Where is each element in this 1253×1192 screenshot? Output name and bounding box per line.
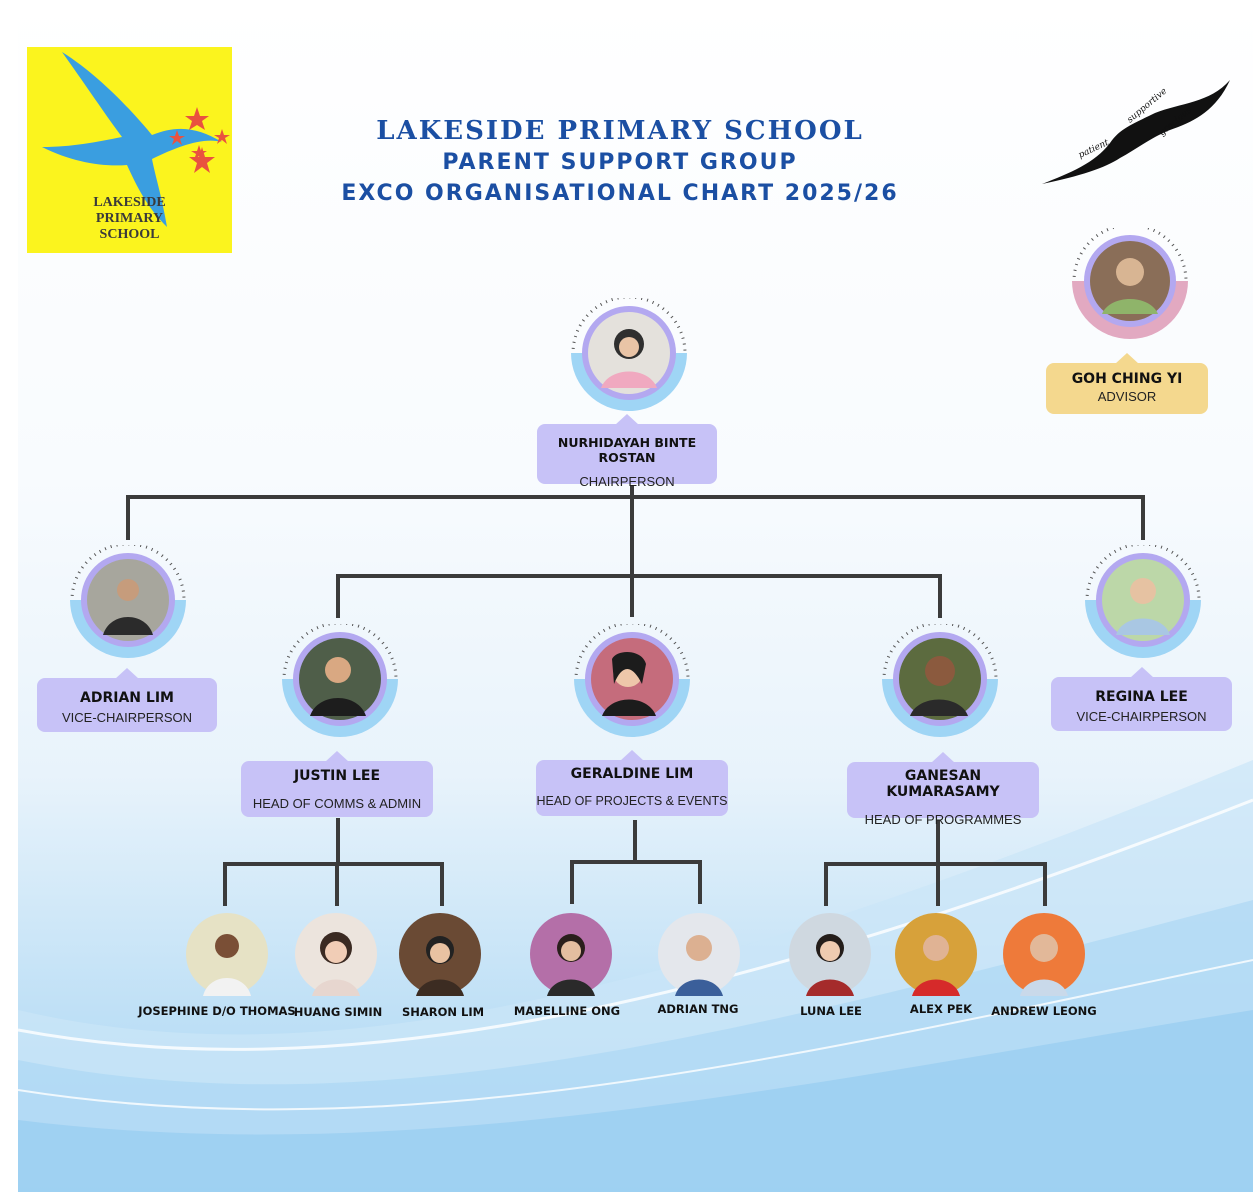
member-photo bbox=[529, 912, 613, 1001]
member-name: ALEX PEK bbox=[909, 1002, 973, 1016]
avatar-vice-left bbox=[68, 542, 188, 665]
head-programmes-name: GANESAN KUMARASAMY bbox=[886, 768, 1000, 800]
member-photo bbox=[657, 912, 741, 1001]
avatar-head-comms bbox=[280, 621, 400, 744]
member-name: ANDREW LEONG bbox=[991, 1004, 1097, 1018]
member-name: JOSEPHINE D/O THOMAS bbox=[138, 1004, 296, 1018]
avatar-vice-right bbox=[1083, 542, 1203, 665]
head-projects-role: HEAD OF PROJECTS & EVENTS bbox=[536, 794, 728, 808]
vice-right-card: REGINA LEE VICE-CHAIRPERSON bbox=[1051, 667, 1232, 731]
member-name: MABELLINE ONG bbox=[513, 1004, 621, 1018]
member-name: LUNA LEE bbox=[800, 1004, 862, 1018]
avatar-head-projects bbox=[572, 621, 692, 744]
member-photo bbox=[894, 912, 978, 1001]
chairperson-role: CHAIRPERSON bbox=[579, 474, 675, 489]
advisor-role: ADVISOR bbox=[1097, 389, 1157, 404]
advisor-name: GOH CHING YI bbox=[1071, 371, 1183, 387]
member-name: HUANG SIMIN bbox=[293, 1005, 383, 1019]
head-projects-name: GERALDINE LIM bbox=[570, 766, 694, 782]
vice-left-role: VICE-CHAIRPERSON bbox=[61, 710, 193, 725]
title-school: LAKESIDE PRIMARY SCHOOL bbox=[376, 116, 864, 146]
title-chart: EXCO ORGANISATIONAL CHART 2025/26 bbox=[341, 181, 899, 206]
bird-icon bbox=[42, 52, 230, 227]
head-comms-card: JUSTIN LEE HEAD OF COMMS & ADMIN bbox=[241, 751, 433, 817]
bird-emblem-icon: patient supportive gracious bbox=[1042, 80, 1230, 184]
advisor-card: GOH CHING YI ADVISOR bbox=[1046, 353, 1208, 414]
member-name: ADRIAN TNG bbox=[657, 1002, 739, 1016]
head-programmes-card: GANESAN KUMARASAMY HEAD OF PROGRAMMES bbox=[847, 752, 1039, 827]
member-name: SHARON LIM bbox=[401, 1005, 485, 1019]
member-photo bbox=[185, 912, 269, 1001]
head-projects-card: GERALDINE LIM HEAD OF PROJECTS & EVENTS bbox=[536, 750, 728, 816]
head-programmes-role: HEAD OF PROGRAMMES bbox=[864, 812, 1022, 827]
avatar-advisor bbox=[1070, 223, 1190, 348]
head-comms-name: JUSTIN LEE bbox=[293, 768, 381, 784]
member-photo bbox=[294, 912, 378, 1001]
chairperson-card: NURHIDAYAH BINTE ROSTAN CHAIRPERSON bbox=[537, 414, 717, 489]
avatar-chairperson bbox=[569, 295, 689, 418]
vice-right-name: REGINA LEE bbox=[1095, 689, 1188, 705]
logo-text: LAKESIDE PRIMARY SCHOOL bbox=[93, 195, 166, 242]
chairperson-name: NURHIDAYAH BINTE ROSTAN bbox=[557, 435, 697, 465]
vice-left-name: ADRIAN LIM bbox=[80, 690, 174, 706]
vice-left-card: ADRIAN LIM VICE-CHAIRPERSON bbox=[37, 668, 217, 732]
member-photo bbox=[788, 912, 872, 1001]
school-logo: LAKESIDE PRIMARY SCHOOL bbox=[27, 47, 232, 253]
title-group: PARENT SUPPORT GROUP bbox=[442, 150, 798, 175]
vice-right-role: VICE-CHAIRPERSON bbox=[1076, 709, 1207, 724]
member-photo bbox=[398, 912, 482, 1001]
member-photo bbox=[1002, 912, 1086, 1001]
head-comms-role: HEAD OF COMMS & ADMIN bbox=[252, 796, 422, 811]
avatar-head-programmes bbox=[880, 621, 1000, 744]
